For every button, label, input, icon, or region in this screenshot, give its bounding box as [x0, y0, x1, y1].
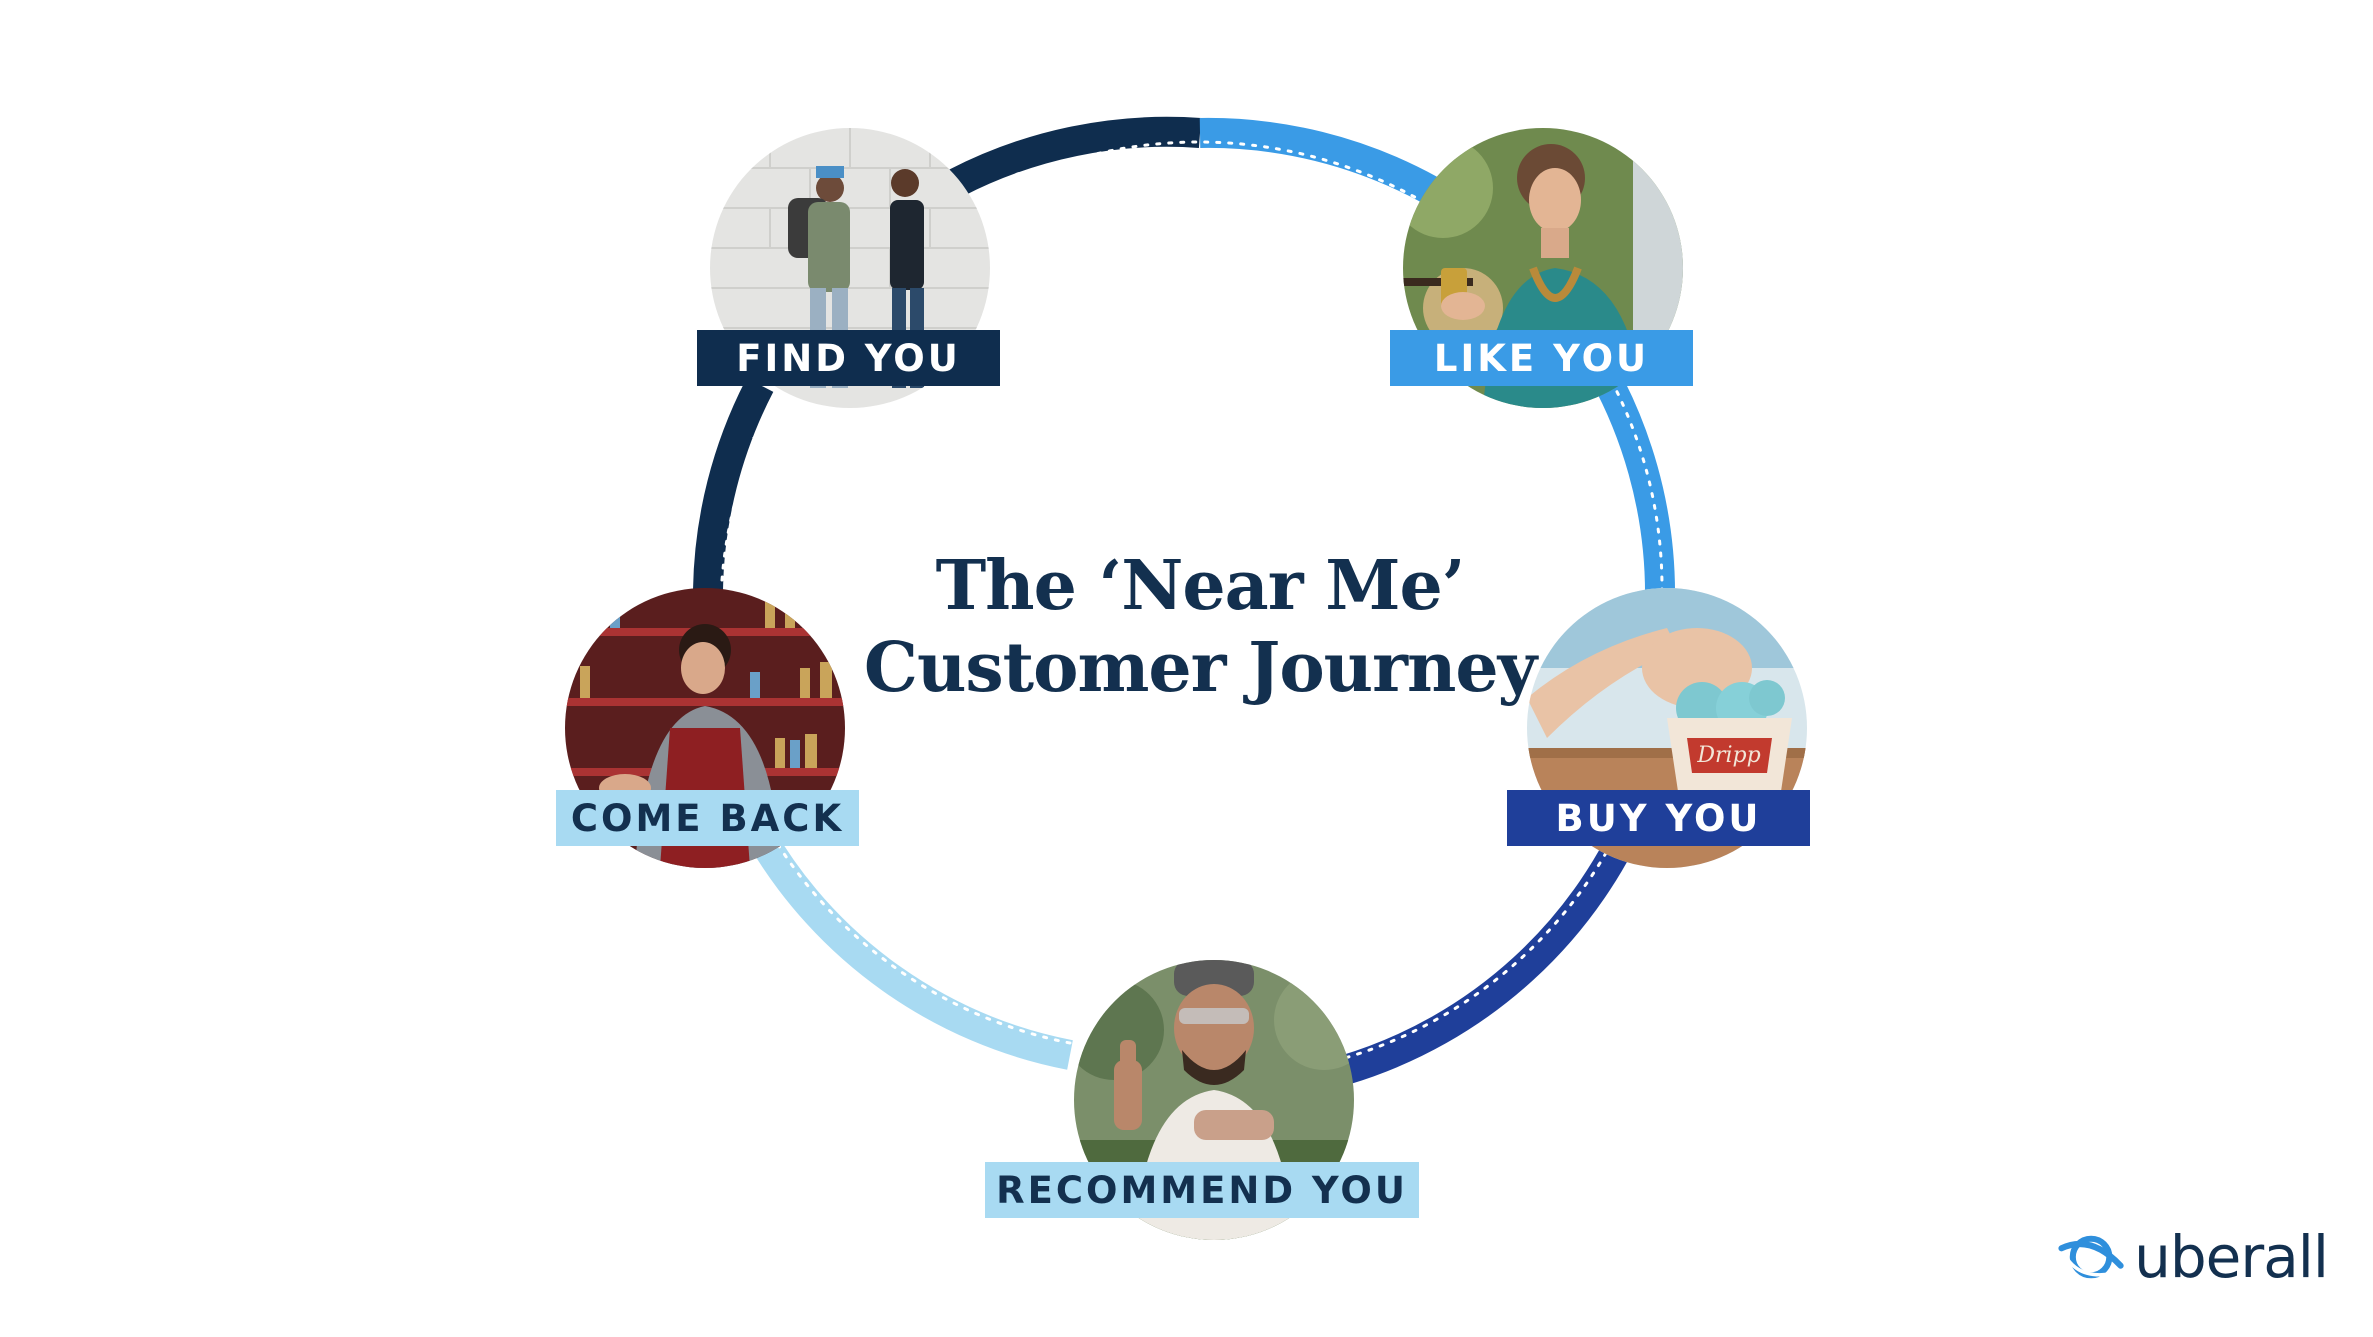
ring-dotted-path-right: [1598, 358, 1664, 592]
ring-dotted-path-top: [1016, 140, 1422, 202]
ring-segment-find: [949, 116, 1202, 197]
step-label-text: LIKE YOU: [1433, 336, 1650, 380]
step-label-buy-you: BUY YOU: [1507, 790, 1810, 846]
svg-text:Dripp: Dripp: [1696, 743, 1760, 768]
ring-direction-arrow: [752, 423, 768, 440]
ring-segment-like: [1199, 117, 1438, 204]
ring-dotted-path-left: [720, 438, 758, 582]
planet-logo-icon: [2058, 1235, 2124, 1279]
ring-dotted-path-bottom-left: [770, 833, 1072, 1045]
diagram-title-line-1: The ‘Near Me’: [935, 546, 1466, 626]
step-label-text: BUY YOU: [1555, 796, 1762, 840]
step-label-text: FIND YOU: [736, 336, 961, 380]
ring-start-dot: [1012, 172, 1028, 188]
step-label-find-you: FIND YOU: [697, 330, 1000, 386]
step-label-like-you: LIKE YOU: [1390, 330, 1693, 386]
brand-name: uberall: [2134, 1223, 2329, 1291]
step-label-text: RECOMMEND YOU: [996, 1168, 1408, 1212]
diagram-title-line-2: Customer Journey: [863, 628, 1537, 708]
step-label-recommend-you: RECOMMEND YOU: [985, 1162, 1419, 1218]
ring-dotted-path-bottom-right: [1343, 808, 1630, 1060]
step-label-text: COME BACK: [570, 796, 845, 840]
ring-segment-come-back: [693, 378, 774, 591]
diagram-title: The ‘Near Me’ Customer Journey: [820, 545, 1580, 709]
step-label-come-back: COME BACK: [556, 790, 859, 846]
uberall-logo: uberall: [2058, 1222, 2329, 1292]
ring-segment-recommend: [747, 827, 1073, 1070]
